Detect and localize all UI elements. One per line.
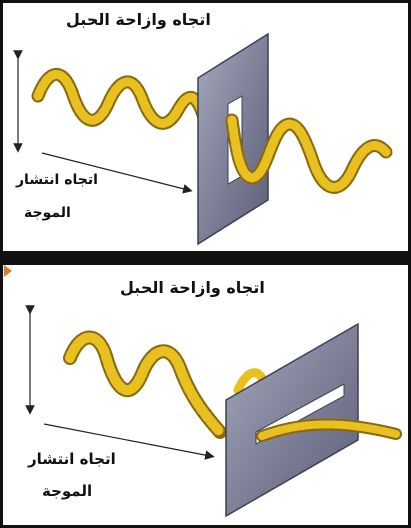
propagation-label-bottom-line1: اتجاه انتشار	[28, 450, 116, 468]
propagation-label-top-line1: اتجاه انتشار	[16, 172, 98, 188]
propagation-arrow-top	[41, 152, 193, 194]
displacement-label-top: اتجاه وازاحة الحبل	[66, 10, 211, 29]
propagation-label-top-line2: الموجة	[24, 205, 71, 221]
panel-divider	[0, 254, 411, 262]
rope-bottom-right	[258, 420, 400, 440]
rope-top-left	[33, 69, 209, 128]
rope-shadow-bottom	[63, 330, 227, 439]
displacement-label-bottom: اتجاه وازاحة الحبل	[120, 278, 265, 297]
rope-bottom-left	[65, 332, 225, 437]
rope-bottom-hidden-arc	[233, 368, 267, 395]
rope-top-right	[227, 115, 391, 192]
propagation-label-bottom-line2: الموجة	[42, 482, 93, 500]
propagation-arrow-bottom	[43, 423, 215, 460]
panel-marker-icon	[4, 265, 12, 277]
